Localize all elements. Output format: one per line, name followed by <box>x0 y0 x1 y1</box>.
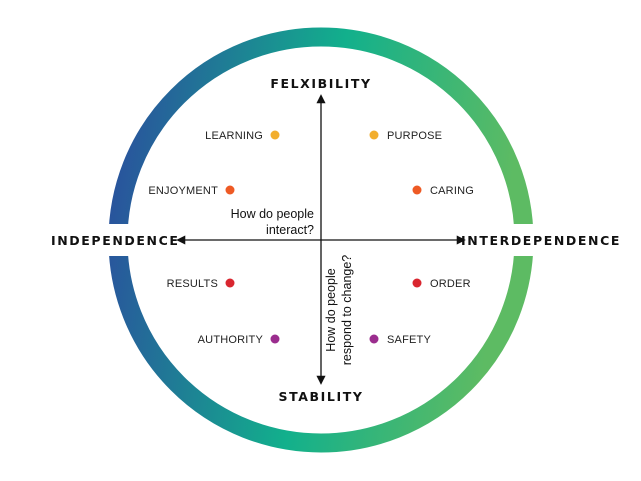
item-label: SAFETY <box>387 334 431 346</box>
item-label: ORDER <box>430 278 471 290</box>
item-learning: LEARNING <box>205 130 280 142</box>
item-dot <box>270 130 280 140</box>
axis-label-bottom: STABILITY <box>278 389 363 404</box>
item-enjoyment: ENJOYMENT <box>148 185 235 197</box>
item-dot <box>225 185 235 195</box>
item-safety: SAFETY <box>369 334 431 346</box>
item-label: ENJOYMENT <box>148 185 218 197</box>
item-label: LEARNING <box>205 130 263 142</box>
item-dot <box>412 278 422 288</box>
item-label: PURPOSE <box>387 130 442 142</box>
axis-label-right: INTERDEPENDENCE <box>461 233 621 248</box>
ring-gap-right <box>500 224 540 256</box>
question-horizontal-line-1: How do people <box>231 207 314 221</box>
axis-label-left: INDEPENDENCE <box>51 233 179 248</box>
item-label: RESULTS <box>167 278 218 290</box>
question-horizontal-line-2: interact? <box>266 223 314 237</box>
question-vertical-line-2: respond to change? <box>340 255 354 366</box>
item-caring: CARING <box>412 185 474 197</box>
item-authority: AUTHORITY <box>198 334 280 346</box>
item-purpose: PURPOSE <box>369 130 442 142</box>
item-order: ORDER <box>412 278 471 290</box>
item-label: AUTHORITY <box>198 334 264 346</box>
item-label: CARING <box>430 185 474 197</box>
ring-gap-left <box>100 224 140 256</box>
item-dot <box>225 278 235 288</box>
item-dot <box>270 334 280 344</box>
item-dot <box>369 334 379 344</box>
item-dot <box>412 185 422 195</box>
item-results: RESULTS <box>167 278 235 290</box>
question-vertical-line-1: How do people <box>324 268 338 351</box>
item-dot <box>369 130 379 140</box>
axis-label-top: FELXIBILITY <box>270 76 371 91</box>
